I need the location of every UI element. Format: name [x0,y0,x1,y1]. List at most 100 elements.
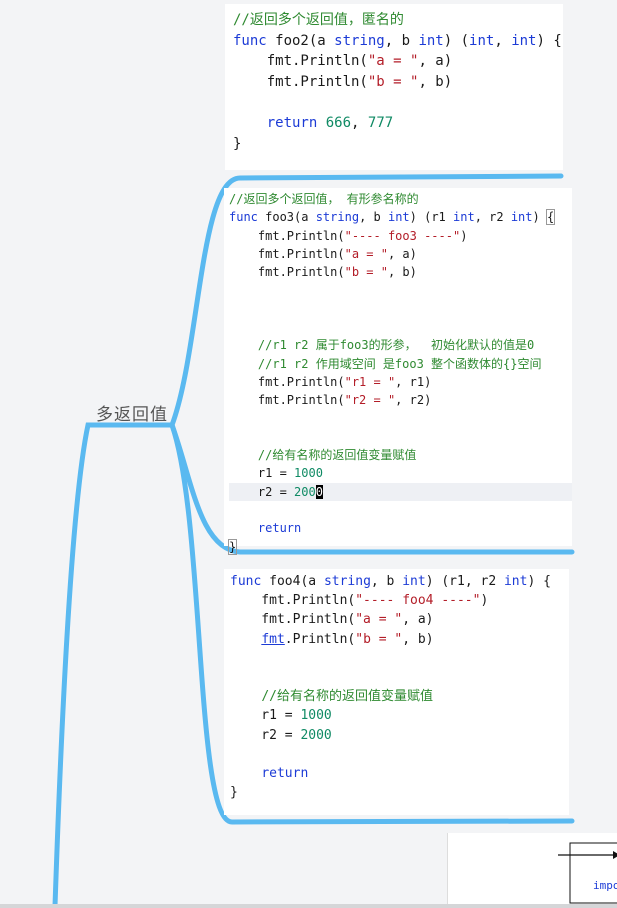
code-token: , a) [402,612,434,628]
code-token: fmt.Println( [229,265,345,280]
code-token: 666 [325,114,352,131]
code-token: "b = " [355,631,403,647]
code-token: r2 = [230,727,301,743]
code-token: , b) [402,631,434,647]
diagram-thumbnail[interactable]: impo [447,833,617,908]
code-line: r1 = 1000 [230,706,569,725]
code-token: "r2 = " [344,393,396,408]
code-token: , [351,114,368,131]
code-token: "a = " [344,246,388,261]
code-token: int [453,210,475,225]
code-line [229,300,572,318]
code-token: } [233,135,242,152]
code-token: , b [359,210,388,225]
code-line [230,649,569,668]
code-token: , a) [418,53,453,70]
horizontal-scrollbar[interactable] [0,904,617,908]
code-line: //r1 r2 属于foo3的形参， 初始化默认的值是0 [229,336,572,354]
code-token: int [510,210,533,225]
code-token: func [230,574,262,589]
code-token: //r1 r2 属于foo3的形参， 初始化默认的值是0 [257,338,535,353]
code-line: } [227,538,572,556]
code-card-foo3[interactable]: //返回多个返回值， 有形参名称的 func foo3(a string, b i… [224,188,572,555]
code-line: func foo2(a string, b int) (int, int) { [233,31,563,52]
code-token: //返回多个返回值， 有形参名称的 [229,192,419,206]
code-token: , r1) [395,374,432,389]
code-line [229,318,572,336]
code-token: "b = " [344,265,388,280]
code-line [233,92,563,113]
code-token: fmt.Println( [230,593,356,609]
code-line [229,410,572,428]
code-line [230,745,569,764]
code-token [229,521,258,535]
code-token: , r2) [395,393,432,408]
code-token: r1 = [230,708,301,724]
code-line: func foo3(a string, b int) (r1 int, r2 i… [229,208,572,226]
code-token: , [494,32,512,49]
code-token [317,115,325,131]
code-token: fmt.Println( [229,374,345,389]
code-token [230,632,261,647]
code-token: //给有名称的返回值变量赋值 [261,689,433,705]
code-line: fmt.Println("b = ", b) [233,72,563,93]
code-token: ) { [536,32,562,49]
code-token: "---- foo4 ----" [355,593,481,609]
code-line: } [230,783,569,802]
mindmap-node-label[interactable]: 多返回值 [96,405,168,425]
code-line: //r1 r2 作用域空间 是foo3 整个函数体的{}空间 [229,355,572,373]
code-token: , b [384,32,419,49]
code-token: fmt [261,631,285,647]
code-token: , b) [387,265,417,280]
code-token: int [387,210,410,225]
code-token: ) ( [443,32,470,49]
code-token: int [418,32,444,49]
code-line: //给有名称的返回值变量赋值 [230,687,569,706]
code-line: fmt.Println("r2 = ", r2) [229,391,572,409]
code-token [229,503,236,517]
code-card-foo4[interactable]: func foo4(a string, b int) (r1, r2 int) … [224,569,569,815]
code-token: ) (r1, r2 [425,574,504,589]
code-token: , a) [387,246,417,261]
code-token: foo3(a [257,210,316,225]
code-token: func [229,210,258,225]
code-token: int [511,32,537,49]
code-line: r2 = 2000 [229,482,572,502]
code-token [230,766,261,781]
code-line: fmt.Println("---- foo4 ----") [230,591,569,610]
code-token: ) (r1 [409,210,454,225]
code-line [229,501,572,519]
code-token: ) [480,593,489,609]
code-line: r2 = 2000 [230,726,569,745]
code-line: fmt.Println("b = ", b) [229,263,572,281]
code-token: ) { [527,574,551,589]
code-token: 1000 [300,708,332,724]
code-token: 2000 [300,727,332,743]
code-token [230,747,238,762]
code-token: } [227,538,238,555]
code-token: } [230,785,238,801]
code-line: //返回多个返回值，匿名的 [233,10,563,31]
code-token [230,689,261,704]
code-token [229,412,236,426]
code-line: r1 = 1000 [229,464,572,482]
code-token [229,357,258,371]
branch-foo3 [169,173,564,428]
code-token: return [261,766,309,782]
code-token: { [545,209,556,226]
code-token: 0 [315,484,323,499]
code-token: //r1 r2 作用域空间 是foo3 整个函数体的{}空间 [257,356,542,371]
thumbnail-text: impo [593,879,617,892]
code-token: func [233,32,267,49]
code-token: fmt.Println( [233,53,368,70]
code-token [230,651,238,666]
code-token: , b [370,574,403,589]
code-token: string [315,210,360,225]
code-token: 1000 [294,466,323,481]
code-token: r1 = [229,466,295,481]
code-token: 777 [367,114,394,131]
code-token: string [323,574,371,589]
code-line: fmt.Println("a = ", a) [230,610,569,629]
